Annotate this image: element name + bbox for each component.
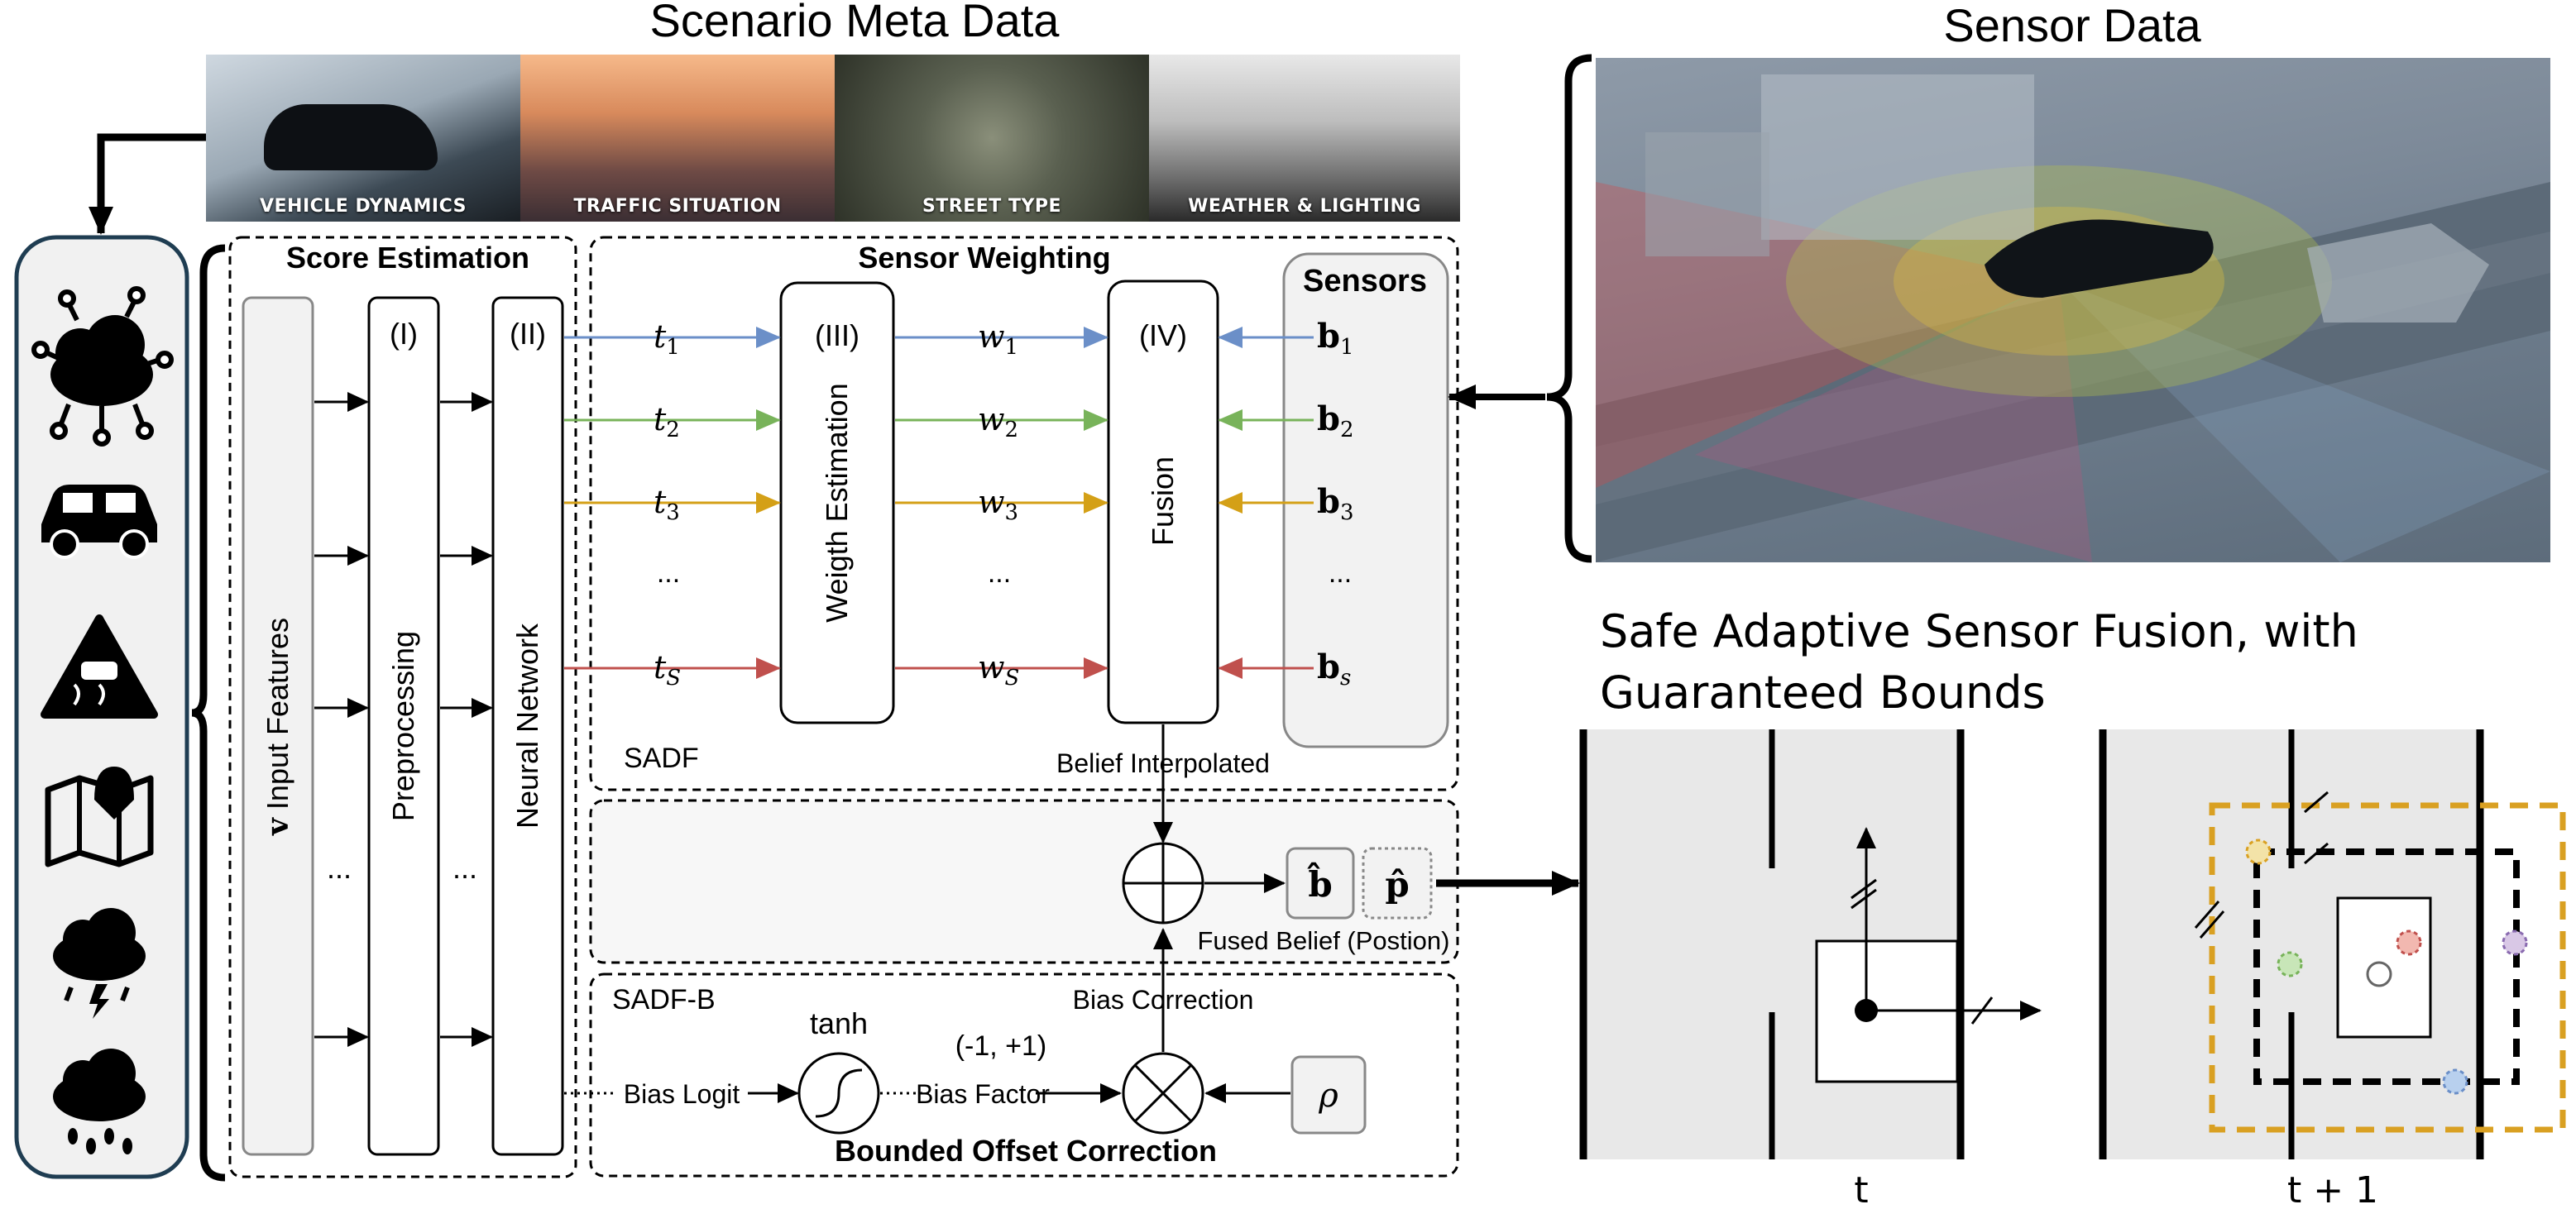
range-label: (-1, +1) (955, 1030, 1047, 1062)
dots-t: ... (657, 557, 680, 589)
nn-label: Neural Network (510, 623, 544, 829)
weight-estimation-box (779, 281, 895, 724)
sensor-scene (1596, 74, 2550, 562)
sadfb-label: SADF-B (612, 984, 716, 1015)
bs-label: bs (1317, 648, 1351, 691)
score-estimation-title: Score Estimation (286, 241, 529, 275)
map-pin-icon (45, 767, 154, 867)
p-hat-box (1362, 847, 1433, 920)
fusion-marker: (IV) (1139, 318, 1187, 352)
fused-belief-label: Fused Belief (Postion) (1198, 926, 1450, 955)
sensor-data-image (1596, 58, 2550, 562)
rho-box (1290, 1055, 1367, 1135)
sadfb-dotted-arrows (564, 928, 1290, 1103)
t2-label: t2 (654, 401, 680, 442)
photo-label: STREET TYPE (922, 196, 1062, 217)
sadf-label: SADF (624, 743, 699, 774)
b2-label: b2 (1317, 399, 1354, 442)
car-shape (264, 104, 438, 170)
bias-logit-label: Bias Logit (624, 1079, 740, 1109)
tanh-label: tanh (810, 1006, 868, 1040)
bounded-offset-label: Bounded Offset Correction (835, 1134, 1217, 1168)
weight-marker: (III) (815, 318, 859, 352)
b3-label: b3 (1317, 482, 1354, 525)
thunderstorm-icon (53, 908, 146, 1019)
photo-street-type: STREET TYPE (835, 55, 1149, 222)
sensors-box (1282, 252, 1449, 748)
cloud-network-icon (31, 286, 174, 447)
sensors-title: Sensors (1303, 264, 1427, 299)
preprocessing-box (367, 296, 440, 1156)
preprocessing-marker: (I) (390, 317, 418, 351)
time-t1-label: t + 1 (2287, 1169, 2378, 1209)
safe-title-line1: Safe Adaptive Sensor Fusion, with (1600, 605, 2358, 657)
sadfb-box (589, 972, 1459, 1178)
input-features-box (242, 296, 314, 1156)
b1-label: b1 (1317, 317, 1354, 360)
safe-title-line2: Guaranteed Bounds (1600, 667, 2046, 719)
input-arrows (314, 392, 493, 1047)
scenario-meta-title: Scenario Meta Data (650, 0, 1061, 46)
score-estimation-box (228, 236, 577, 1178)
rain-icon (53, 1049, 146, 1154)
road-t (1579, 729, 2042, 1159)
photo-traffic-situation: TRAFFIC SITUATION (520, 55, 835, 222)
input-label: Input Features (261, 618, 294, 818)
dots-w: ... (988, 557, 1011, 589)
t3-label: t3 (654, 484, 680, 525)
w3-label: w3 (978, 484, 1018, 525)
time-t-label: t (1854, 1169, 1868, 1209)
slippery-road-icon (41, 614, 158, 719)
preprocessing-label: Preprocessing (386, 631, 420, 821)
ts-label: tS (654, 649, 681, 691)
fusion-label: Fusion (1146, 456, 1180, 546)
car-icon (41, 485, 157, 559)
product-x2 (1133, 1063, 1193, 1123)
sensor-weighting-box (589, 236, 1459, 791)
w1-label: w1 (978, 318, 1018, 360)
photo-vehicle-dynamics: VEHICLE DYNAMICS (206, 55, 520, 222)
bias-factor-label: Bias Factor (916, 1079, 1050, 1109)
photo-label: VEHICLE DYNAMICS (259, 196, 467, 217)
tanh-curve (815, 1068, 863, 1118)
road-t1 (2099, 729, 2566, 1159)
meta-to-panel-arrow (89, 133, 206, 235)
p-hat-label: p̂ (1385, 864, 1409, 905)
sensor-brace (1546, 54, 1592, 563)
left-brace (191, 244, 226, 1182)
b-hat-label: b̂ (1306, 861, 1332, 905)
weight-label: Weigth Estimation (820, 383, 854, 622)
dots-pre: ... (452, 851, 477, 885)
b-hat-box (1286, 847, 1355, 920)
dots-b: ... (1329, 557, 1352, 589)
w2-label: w2 (978, 401, 1018, 442)
rho-label: ρ (1318, 1077, 1338, 1115)
photo-label: WEATHER & LIGHTING (1188, 196, 1421, 217)
ws-label: wS (978, 649, 1019, 691)
neural-network-box (491, 296, 564, 1156)
input-symbol: v (261, 817, 295, 836)
t1-label: t1 (654, 318, 680, 360)
sensor-weighting-title: Sensor Weighting (858, 241, 1110, 275)
photo-label: TRAFFIC SITUATION (573, 196, 782, 217)
input-features-label: v Input Features (261, 618, 295, 836)
photo-weather-lighting: WEATHER & LIGHTING (1149, 55, 1460, 222)
nn-marker: (II) (510, 317, 546, 351)
dots-input: ... (327, 851, 352, 885)
sensor-data-title: Sensor Data (1943, 0, 2201, 51)
input-features-label-group: v Input Features (261, 618, 295, 836)
